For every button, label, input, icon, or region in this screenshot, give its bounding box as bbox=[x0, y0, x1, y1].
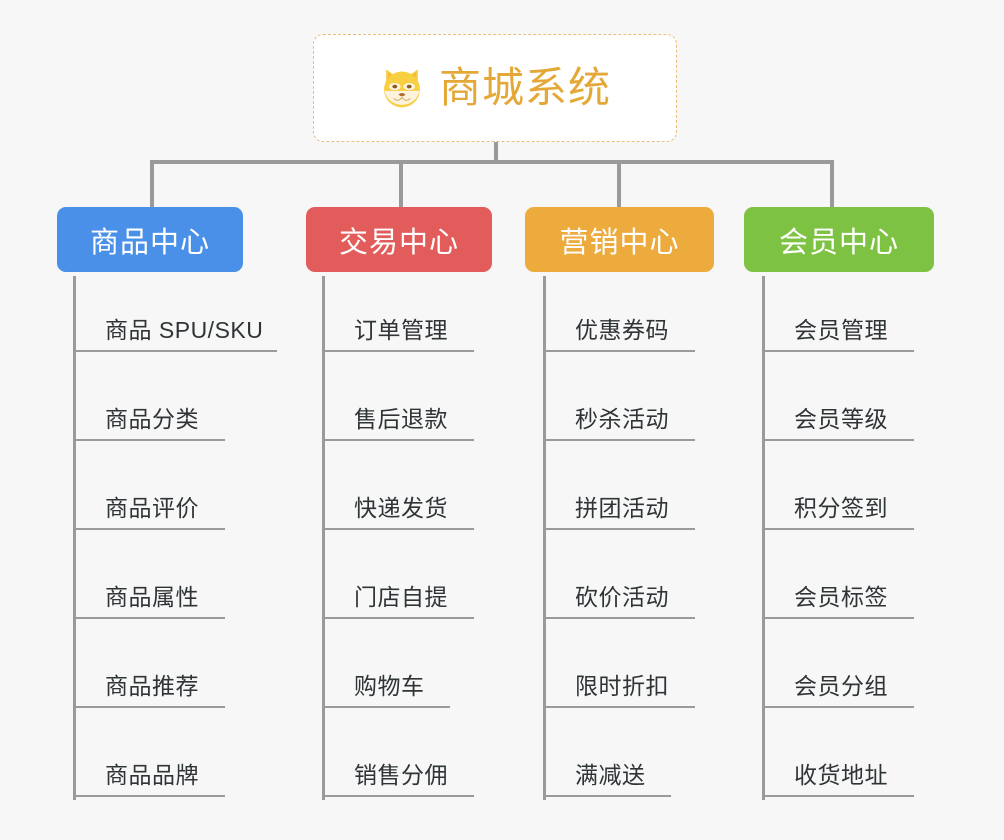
connector-horizontal-bus bbox=[150, 160, 834, 164]
branch-spine-1 bbox=[73, 276, 76, 800]
leaf-rule bbox=[73, 439, 225, 441]
leaf-label: 售后退款 bbox=[354, 406, 448, 432]
leaf-rule bbox=[322, 795, 474, 797]
leaf-label: 商品推荐 bbox=[105, 673, 199, 699]
leaf-rule bbox=[762, 795, 914, 797]
leaf-label: 秒杀活动 bbox=[575, 406, 669, 432]
leaf-label: 会员等级 bbox=[794, 406, 888, 432]
leaf-label: 限时折扣 bbox=[575, 673, 669, 699]
category-label-1: 商品中心 bbox=[89, 226, 210, 259]
root-title: 商城系统 bbox=[438, 64, 611, 111]
leaf-rule bbox=[543, 439, 695, 441]
leaf-label: 砍价活动 bbox=[575, 584, 669, 610]
leaf-rule bbox=[543, 528, 695, 530]
connector-root-stem bbox=[494, 142, 498, 163]
category-label-3: 营销中心 bbox=[559, 226, 680, 259]
connector-drop-3 bbox=[617, 160, 621, 208]
leaf-rule bbox=[543, 350, 695, 352]
connector-drop-1 bbox=[150, 160, 154, 208]
leaf-rule bbox=[73, 617, 225, 619]
category-box-4[interactable]: 会员中心 bbox=[744, 207, 934, 272]
branch-spine-2 bbox=[322, 276, 325, 800]
leaf-rule bbox=[322, 350, 474, 352]
leaf-label: 快递发货 bbox=[354, 495, 448, 521]
leaf-label: 商品属性 bbox=[105, 584, 199, 610]
leaf-rule bbox=[762, 706, 914, 708]
leaf-rule bbox=[73, 350, 277, 352]
category-label-4: 会员中心 bbox=[778, 226, 899, 259]
leaf-label: 优惠券码 bbox=[575, 317, 669, 343]
leaf-label: 销售分佣 bbox=[354, 762, 448, 788]
leaf-rule bbox=[762, 528, 914, 530]
leaf-label: 购物车 bbox=[354, 673, 425, 699]
leaf-rule bbox=[543, 706, 695, 708]
category-label-2: 交易中心 bbox=[338, 226, 459, 259]
connector-drop-2 bbox=[399, 160, 403, 208]
leaf-rule bbox=[73, 528, 225, 530]
leaf-label: 商品品牌 bbox=[105, 762, 199, 788]
leaf-label: 商品 SPU/SKU bbox=[105, 317, 264, 343]
root-node[interactable]: 商城系统 bbox=[313, 34, 677, 142]
connector-drop-4 bbox=[830, 160, 834, 208]
leaf-rule bbox=[762, 439, 914, 441]
leaf-label: 商品评价 bbox=[105, 495, 199, 521]
category-box-3[interactable]: 营销中心 bbox=[525, 207, 714, 272]
leaf-rule bbox=[762, 350, 914, 352]
leaf-label: 满减送 bbox=[575, 762, 646, 788]
leaf-rule bbox=[322, 528, 474, 530]
leaf-label: 订单管理 bbox=[354, 317, 448, 343]
branch-spine-3 bbox=[543, 276, 546, 800]
leaf-label: 门店自提 bbox=[354, 584, 448, 610]
category-box-1[interactable]: 商品中心 bbox=[57, 207, 243, 272]
leaf-rule bbox=[322, 617, 474, 619]
leaf-rule bbox=[322, 439, 474, 441]
leaf-label: 会员标签 bbox=[794, 584, 888, 610]
leaf-rule bbox=[73, 706, 225, 708]
leaf-label: 商品分类 bbox=[105, 406, 199, 432]
leaf-rule bbox=[322, 706, 450, 708]
leaf-rule bbox=[543, 617, 695, 619]
leaf-rule bbox=[543, 795, 671, 797]
leaf-rule bbox=[73, 795, 225, 797]
leaf-label: 积分签到 bbox=[794, 495, 888, 521]
leaf-label: 会员管理 bbox=[794, 317, 888, 343]
branch-spine-4 bbox=[762, 276, 765, 800]
leaf-rule bbox=[762, 617, 914, 619]
shiba-dog-face-icon bbox=[379, 65, 425, 111]
leaf-label: 会员分组 bbox=[794, 673, 888, 699]
leaf-label: 收货地址 bbox=[794, 762, 888, 788]
leaf-label: 拼团活动 bbox=[575, 495, 669, 521]
category-box-2[interactable]: 交易中心 bbox=[306, 207, 492, 272]
